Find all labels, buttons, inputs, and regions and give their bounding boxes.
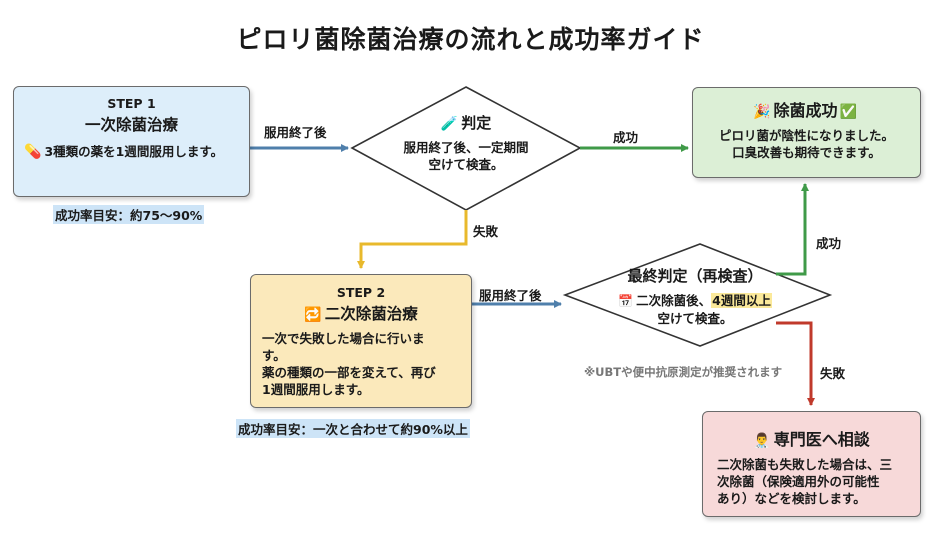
step1-box: STEP 1 一次除菌治療 💊3種類の薬を1週間服用します。 (13, 86, 250, 197)
step2-line4: 1週間服用します。 (262, 382, 370, 397)
judge2-highlight: 4週間以上 (711, 293, 772, 308)
judge1-heading: 判定 (461, 114, 492, 132)
step1-heading: 一次除菌治療 (84, 116, 178, 134)
arrow-label-fail-1: 失敗 (473, 224, 499, 239)
step2-label: STEP 2 (336, 285, 386, 300)
success-line1: ピロリ菌が陰性になりました。 (718, 128, 894, 143)
specialist-line1: 二次除菌も失敗した場合は、三 (717, 457, 893, 472)
success-line2: 口臭改善も期待できます。 (732, 145, 881, 160)
specialist-box: 👨‍⚕️専門医へ相談 二次除菌も失敗した場合は、三 次除菌（保険適用外の可能性 … (702, 411, 921, 517)
step2-line2: す。 (262, 348, 286, 363)
judge2-line1-prefix: 二次除菌後、 (636, 293, 712, 308)
success-heading: 除菌成功 (773, 101, 838, 120)
arrow-judge2-to-success (776, 183, 809, 276)
arrow-label-success-2: 成功 (816, 236, 842, 251)
judge1-line2: 空けて検査。 (428, 157, 504, 172)
step2-line1: 一次で失敗した場合に行いま (262, 331, 425, 346)
page-title: ピロリ菌除菌治療の流れと成功率ガイド (236, 25, 705, 54)
party-popper-icon: 🎉 (753, 103, 771, 120)
test-tube-icon: 🧪 (440, 115, 459, 132)
arrow-label-after-dose-2: 服用終了後 (479, 288, 542, 303)
step2-heading: 二次除菌治療 (324, 305, 418, 323)
check-mark-icon: ✅ (839, 103, 857, 120)
specialist-line3: あり）などを検討します。 (717, 491, 866, 506)
judge2-line2: 空けて検査。 (657, 311, 733, 326)
repeat-icon: 🔁 (304, 306, 322, 323)
judge-diamond-2 (562, 243, 833, 347)
step2-line3: 薬の種類の一部を変えて、再び (262, 365, 436, 380)
judge2-heading: 最終判定（再検査） (627, 267, 763, 285)
calendar-icon: 📅 (618, 294, 634, 308)
step1-success-rate: 成功率目安：約75〜90% (53, 205, 205, 224)
success-box: 🎉除菌成功✅ ピロリ菌が陰性になりました。 口臭改善も期待できます。 (692, 87, 921, 178)
step2-box: STEP 2 🔁二次除菌治療 一次で失敗した場合に行いま す。 薬の種類の一部を… (250, 274, 472, 408)
arrow-label-fail-2: 失敗 (820, 366, 846, 381)
arrow-judge-fail-to-step2 (357, 210, 468, 269)
judge2-note: ※UBTや便中抗原測定が推奨されます (584, 365, 783, 379)
arrow-label-success-1: 成功 (613, 130, 639, 145)
step1-label: STEP 1 (107, 96, 156, 111)
arrow-judge2-fail-to-specialist (776, 321, 815, 406)
specialist-line2: 次除菌（保険適用外の可能性 (717, 474, 880, 489)
arrow-label-after-dose-1: 服用終了後 (264, 125, 327, 140)
doctor-icon: 👨‍⚕️ (753, 432, 771, 449)
step1-text: 3種類の薬を1週間服用します。 (44, 144, 224, 159)
pill-icon: 💊 (24, 144, 42, 160)
step2-success-rate: 成功率目安：一次と合わせて約90%以上 (236, 419, 470, 438)
specialist-heading: 専門医へ相談 (773, 430, 870, 449)
judge1-line1: 服用終了後、一定期間 (403, 140, 529, 155)
